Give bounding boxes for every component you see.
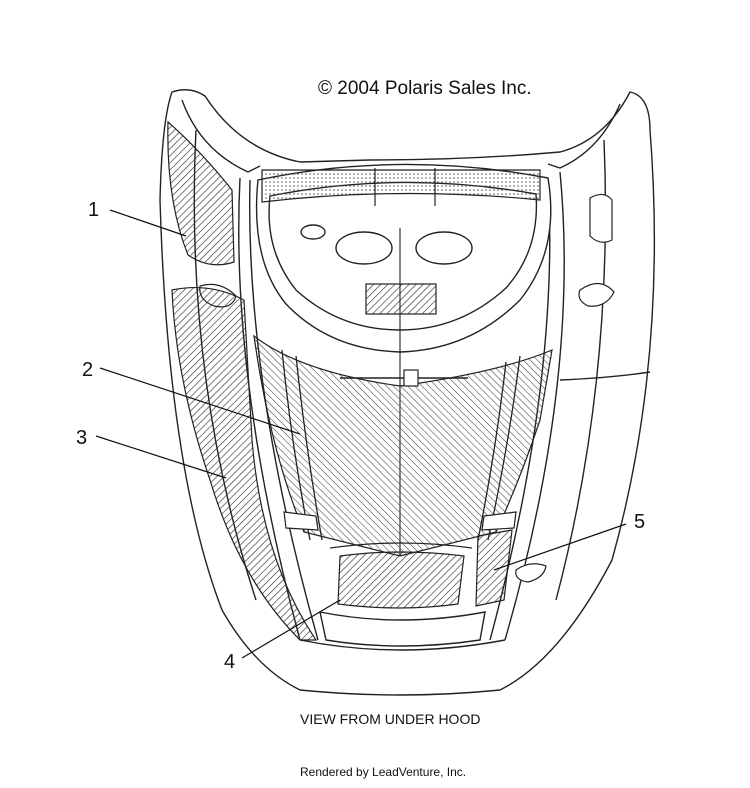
callout-1: 1 (88, 199, 99, 221)
view-caption: VIEW FROM UNDER HOOD (300, 711, 480, 727)
gauge-openings (300, 224, 473, 265)
label-plate (365, 283, 437, 315)
callout-5: 5 (634, 511, 645, 533)
headlight-lens (261, 169, 541, 203)
decal-1 (167, 120, 235, 266)
callout-4: 4 (224, 651, 235, 673)
pad-4 (337, 551, 465, 609)
callout-2: 2 (82, 359, 93, 381)
copyright-text: © 2004 Polaris Sales Inc. (318, 78, 532, 99)
footer-credit: Rendered by LeadVenture, Inc. (300, 765, 466, 779)
callout-3: 3 (76, 427, 87, 449)
pad-5 (475, 529, 513, 607)
pad-2 (253, 334, 553, 557)
leader-lines (95, 209, 627, 659)
pad-3 (171, 286, 318, 641)
